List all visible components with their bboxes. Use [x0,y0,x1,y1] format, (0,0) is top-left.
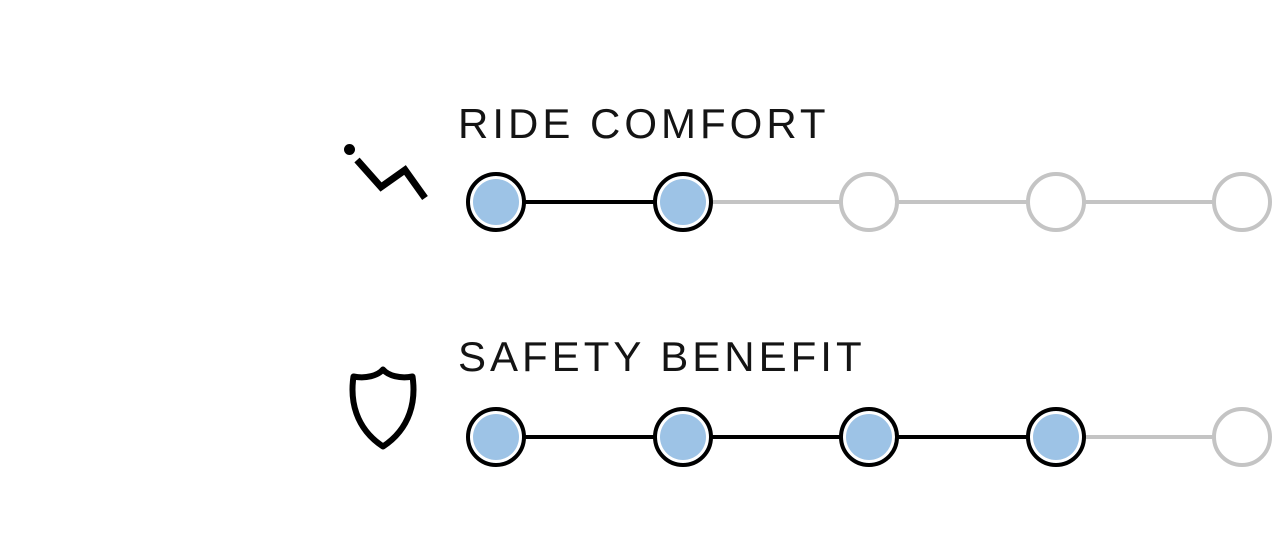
rating-connector [682,200,869,204]
rating-track-ride-comfort [466,172,1272,232]
rating-track-safety-benefit [466,407,1272,467]
rating-connector [869,200,1056,204]
rating-dot-empty [1212,407,1272,467]
rating-dot-filled [652,407,713,467]
rating-label-ride-comfort: RIDE COMFORT [458,100,830,147]
rating-dot-empty [1025,172,1086,232]
rating-dot-empty [1212,172,1272,232]
shield-icon [347,366,419,455]
recline-seat-icon [343,142,431,209]
rating-label-safety-benefit: SAFETY BENEFIT [458,333,866,380]
rating-connector [682,435,869,439]
rating-connector [1055,200,1242,204]
rating-dot-filled [1025,407,1086,467]
rating-dot-filled [466,172,526,232]
rating-connector [869,435,1056,439]
rating-connector [496,200,683,204]
rating-connector [1055,435,1242,439]
rating-dot-filled [839,407,899,467]
rating-dot-filled [466,407,526,467]
rating-dot-filled [652,172,713,232]
rating-connector [496,435,683,439]
rating-dot-empty [839,172,899,232]
